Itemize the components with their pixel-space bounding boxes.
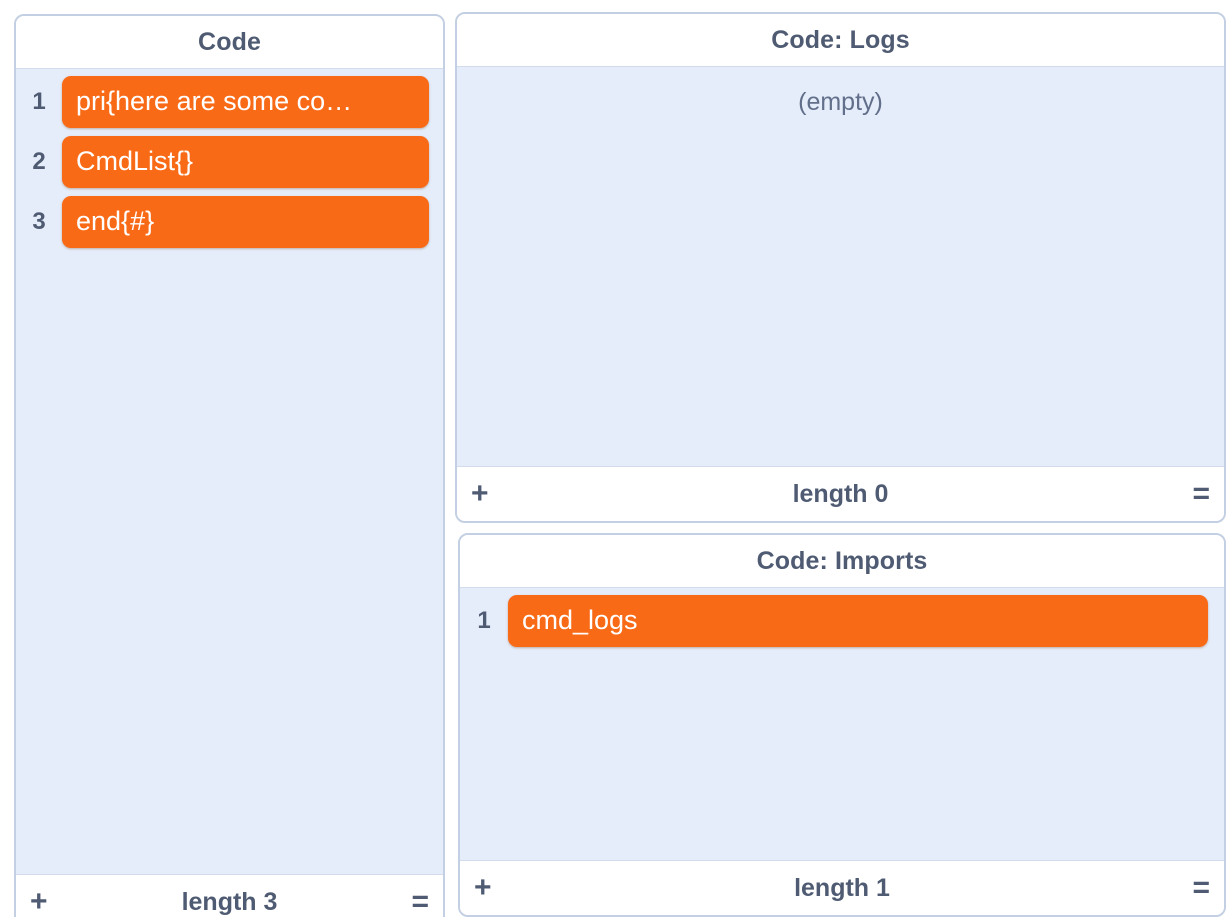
add-icon[interactable]: + <box>474 871 492 904</box>
line-number: 1 <box>32 88 46 115</box>
add-icon[interactable]: + <box>30 885 48 917</box>
panel-logs-title: Code: Logs <box>457 14 1224 67</box>
panel-logs-footer: + length 0 = <box>457 466 1224 521</box>
code-line-row[interactable]: 1 pri{here are some co… <box>16 76 443 128</box>
code-block[interactable]: pri{here are some co… <box>62 76 429 128</box>
panel-imports-footer: + length 1 = <box>460 860 1224 915</box>
panel-code-footer: + length 3 = <box>16 874 443 917</box>
line-number: 1 <box>477 607 491 634</box>
panel-imports: Code: Imports 1 cmd_logs + length 1 = <box>458 533 1226 917</box>
panel-code-body[interactable]: 1 pri{here are some co… 2 CmdList{} 3 en… <box>16 69 443 874</box>
code-block[interactable]: end{#} <box>62 196 429 248</box>
panel-logs: Code: Logs (empty) + length 0 = <box>455 12 1226 523</box>
panel-code: Code 1 pri{here are some co… 2 CmdList{}… <box>14 14 445 917</box>
length-label: length 1 <box>794 873 890 902</box>
line-number: 2 <box>32 148 46 175</box>
import-line-row[interactable]: 1 cmd_logs <box>460 595 1224 647</box>
length-label: length 0 <box>792 479 889 508</box>
length-label: length 3 <box>181 887 278 916</box>
line-number: 3 <box>32 208 46 235</box>
code-line-row[interactable]: 3 end{#} <box>16 196 443 248</box>
import-block[interactable]: cmd_logs <box>508 595 1208 647</box>
equals-icon[interactable]: = <box>1192 477 1210 510</box>
code-line-row[interactable]: 2 CmdList{} <box>16 136 443 188</box>
code-block[interactable]: CmdList{} <box>62 136 429 188</box>
empty-placeholder: (empty) <box>798 88 883 116</box>
panel-imports-body[interactable]: 1 cmd_logs <box>460 588 1224 860</box>
equals-icon[interactable]: = <box>411 885 429 917</box>
equals-icon[interactable]: = <box>1192 871 1210 904</box>
panel-code-title: Code <box>16 16 443 69</box>
panel-logs-body[interactable]: (empty) <box>457 67 1224 466</box>
panel-imports-title: Code: Imports <box>460 535 1224 588</box>
add-icon[interactable]: + <box>471 477 489 510</box>
